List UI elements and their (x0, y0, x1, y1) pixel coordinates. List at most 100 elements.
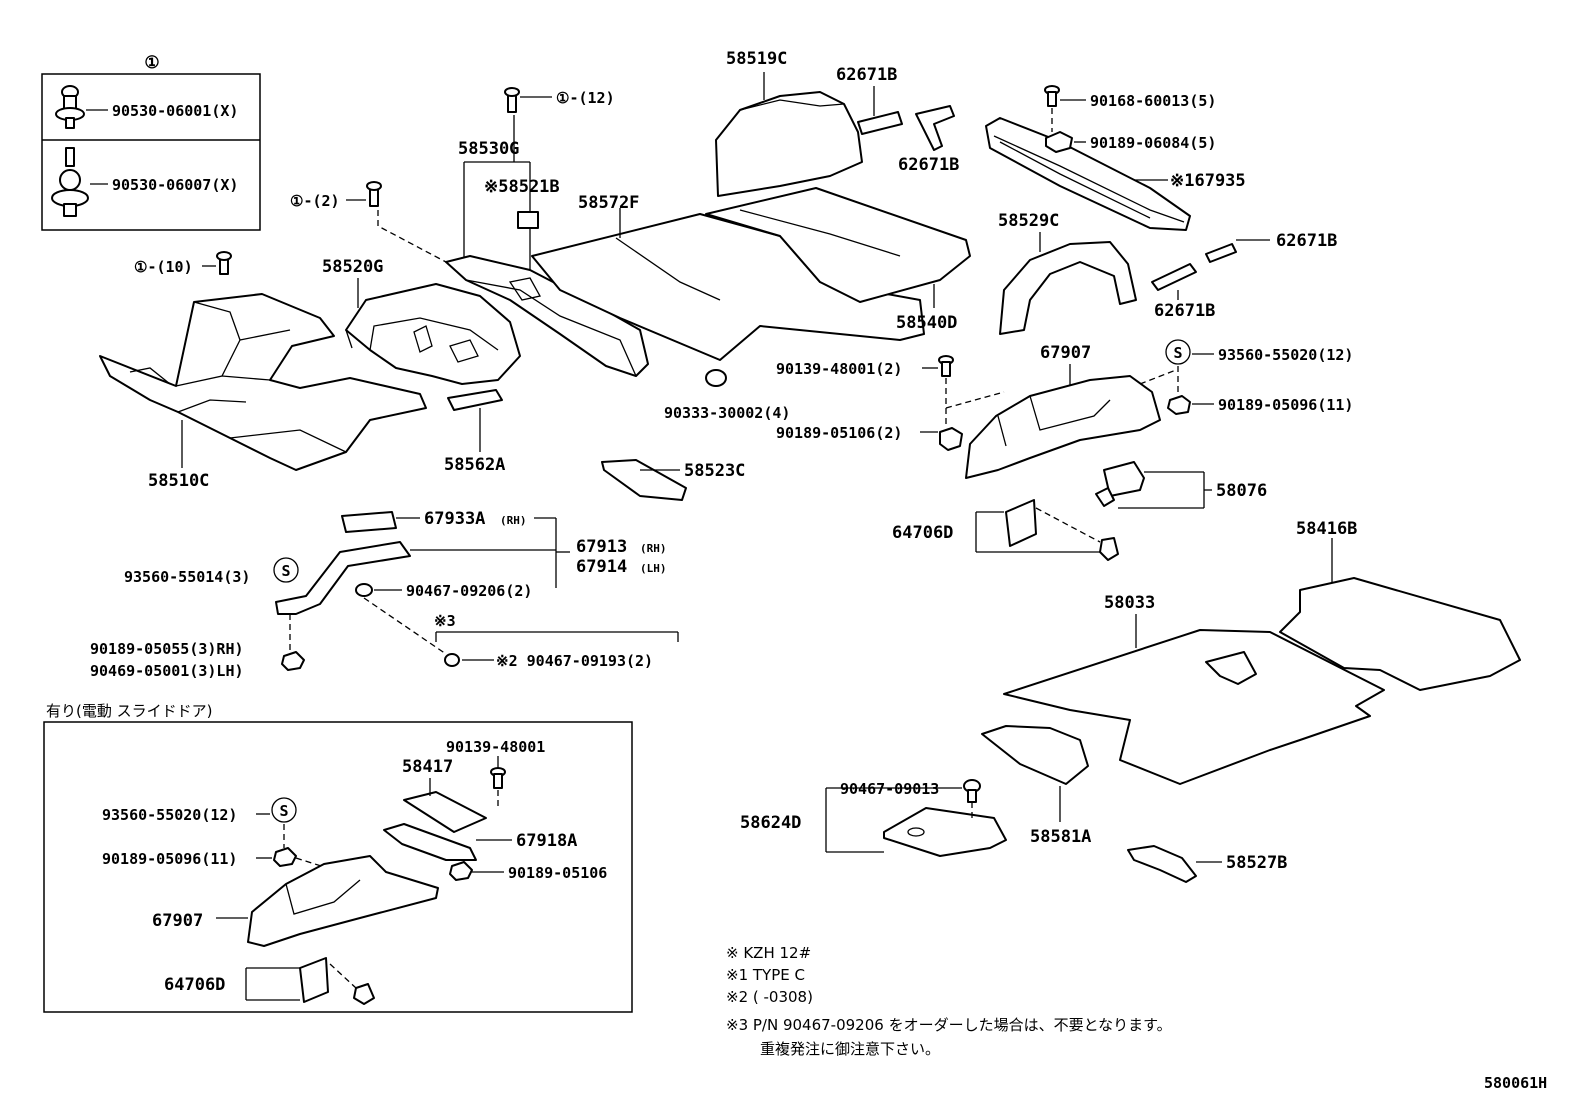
clip-ref-12: ①-(12) (504, 87, 615, 113)
label-ref-12[interactable]: ①-(12) (556, 89, 615, 107)
label-58530G[interactable]: 58530G (458, 139, 519, 159)
spec-s-label-b: S (281, 562, 290, 580)
label-90469-05001[interactable]: 90469-05001(3)LH) (90, 662, 244, 680)
mat-58416B-part (1279, 577, 1521, 691)
label-58510C[interactable]: 58510C (148, 471, 209, 491)
label-67907-b[interactable]: 67907 (152, 911, 203, 931)
clip-ref-2: ①-(2) (290, 181, 382, 210)
label-67914-side: (LH) (640, 562, 667, 575)
spec-s-label-a: S (1173, 344, 1182, 362)
label-67907-a[interactable]: 67907 (1040, 343, 1091, 363)
label-93560-55020-a[interactable]: 93560-55020(12) (1218, 346, 1353, 364)
label-62671B-b[interactable]: 62671B (898, 155, 959, 175)
carpet-58510C-part (99, 293, 427, 471)
nut-90189-05096-a-icon (1167, 395, 1191, 415)
legend-part-90530-06007[interactable]: 90530-06007(X) (112, 176, 238, 194)
wheelhouse-58519C-part (715, 91, 863, 197)
label-58519C[interactable]: 58519C (726, 49, 787, 69)
label-67914[interactable]: 67914 (576, 557, 627, 577)
label-90189-05106-b[interactable]: 90189-05106 (508, 864, 607, 882)
trim-67907-b-part (247, 855, 439, 947)
tunnel-58530G-part (445, 255, 649, 377)
bracket-58523C-part (601, 459, 687, 501)
label-90139-b[interactable]: 90139-48001 (446, 738, 545, 756)
label-58527B[interactable]: 58527B (1226, 853, 1287, 873)
power-slide-door-box: 有り(電動 スライドドア) 90139-48001 58417 67918A 9… (43, 702, 633, 1013)
label-90189-05106-a[interactable]: 90189-05106(2) (776, 424, 902, 442)
label-58416B[interactable]: 58416B (1296, 519, 1357, 539)
label-58417[interactable]: 58417 (402, 757, 453, 777)
floor-sheet-58540D-part (705, 187, 971, 303)
label-67913-side: (RH) (640, 542, 667, 555)
nut-90189-06084-icon (1045, 131, 1073, 153)
note-line-1: ※ KZH 12# (726, 944, 811, 962)
strip-62671B-a-part (857, 111, 903, 135)
label-93560-55020-b[interactable]: 93560-55020(12) (102, 806, 237, 824)
nut-90467-09193-icon (444, 653, 460, 667)
spec-s-icon-a (1165, 339, 1191, 365)
label-58581A[interactable]: 58581A (1030, 827, 1091, 847)
label-ref-2[interactable]: ①-(2) (290, 192, 340, 210)
bracket-67918A-part (383, 823, 477, 861)
label-90168[interactable]: 90168-60013(5) (1090, 92, 1216, 110)
label-58033[interactable]: 58033 (1104, 593, 1155, 613)
label-90189-05055[interactable]: 90189-05055(3)RH) (90, 640, 244, 658)
bolt-90168-icon (1044, 85, 1060, 107)
nut-90467-09206-icon (355, 583, 373, 597)
label-90467-09193[interactable]: ※2 90467-09193(2) (496, 652, 653, 670)
label-58521B[interactable]: ※58521B (484, 177, 560, 197)
label-58523C[interactable]: 58523C (684, 461, 745, 481)
label-90189-06084[interactable]: 90189-06084(5) (1090, 134, 1216, 152)
label-90333[interactable]: 90333-30002(4) (664, 404, 790, 422)
label-58540D[interactable]: 58540D (896, 313, 957, 333)
label-64706D-a[interactable]: 64706D (892, 523, 953, 543)
clip-legend-box: ① 90530-06001(X) 90530-06007(X) (41, 53, 261, 231)
label-167935[interactable]: ※167935 (1170, 171, 1246, 191)
wheelhouse-58529C-part (999, 241, 1137, 335)
label-90467-09206[interactable]: 90467-09206(2) (406, 582, 532, 600)
label-90189-05096-b[interactable]: 90189-05096(11) (102, 850, 237, 868)
label-58572F[interactable]: 58572F (578, 193, 639, 213)
label-67918A[interactable]: 67918A (516, 831, 577, 851)
legend-part-90530-06001[interactable]: 90530-06001(X) (112, 102, 238, 120)
label-64706D-b[interactable]: 64706D (164, 975, 225, 995)
label-67913[interactable]: 67913 (576, 537, 627, 557)
cover-58527B-part (1127, 845, 1197, 883)
label-62671B-d[interactable]: 62671B (1154, 301, 1215, 321)
box-title: 有り(電動 スライドドア) (46, 702, 212, 720)
nut-90189-05055-icon (281, 651, 305, 671)
note-line-3: ※2 ( -0308) (726, 988, 813, 1006)
label-62671B-c[interactable]: 62671B (1276, 231, 1337, 251)
label-67933A[interactable]: 67933A (424, 509, 485, 529)
board-58033-part (1003, 629, 1385, 785)
note-line-2: ※1 TYPE C (726, 966, 805, 984)
spec-s-icon-b (273, 557, 299, 583)
label-ref-10[interactable]: ①-(10) (134, 258, 193, 276)
clip-90467-09013-icon (963, 779, 981, 803)
nut-90189-05106-a-icon (939, 427, 963, 451)
bracket-64706D-b-part (299, 957, 375, 1005)
label-58529C[interactable]: 58529C (998, 211, 1059, 231)
legend-circle-1: ① (144, 53, 159, 73)
label-67933A-side: (RH) (500, 514, 527, 527)
spec-s-label-c: S (279, 802, 288, 820)
plate-58417-part (403, 791, 487, 833)
label-93560-55014[interactable]: 93560-55014(3) (124, 568, 250, 586)
label-90467-09013[interactable]: 90467-09013 (840, 780, 939, 798)
strip-58562A-part (447, 389, 503, 411)
clip-90530-06001-icon (55, 85, 85, 129)
strip-62671B-b-part (915, 105, 955, 151)
label-90189-05096-a[interactable]: 90189-05096(11) (1218, 396, 1353, 414)
label-62671B-a[interactable]: 62671B (836, 65, 897, 85)
label-mark-3: ※3 (434, 612, 456, 630)
label-58624D[interactable]: 58624D (740, 813, 801, 833)
bracket-64706D-a-part (1005, 499, 1119, 561)
diagram-id: 580061H (1484, 1074, 1547, 1092)
label-90139-a[interactable]: 90139-48001(2) (776, 360, 902, 378)
label-58076[interactable]: 58076 (1216, 481, 1267, 501)
bracket-67913-part (275, 541, 411, 615)
pad-58624D-part (883, 807, 1007, 857)
label-58562A[interactable]: 58562A (444, 455, 505, 475)
label-58520G[interactable]: 58520G (322, 257, 383, 277)
